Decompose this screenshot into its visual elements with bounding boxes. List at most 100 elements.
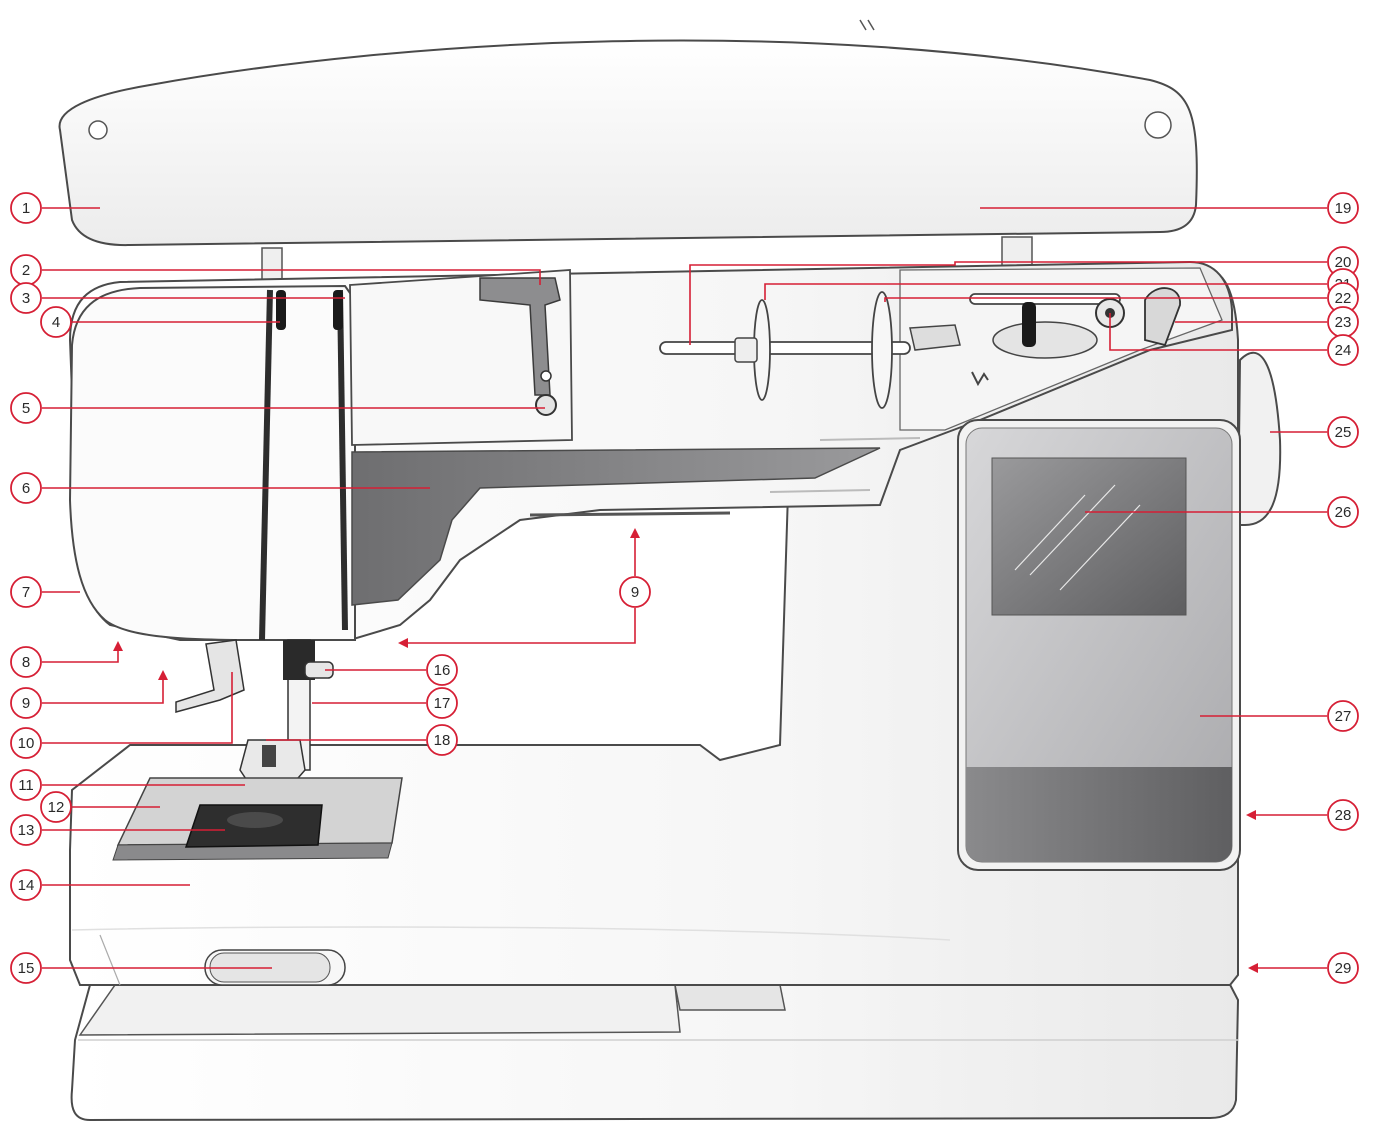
callout-number: 2 bbox=[22, 262, 30, 279]
handwheel bbox=[1236, 351, 1282, 526]
thread-take-up-lever bbox=[276, 290, 286, 330]
callout-arrow bbox=[158, 670, 168, 680]
callout-arrow bbox=[630, 528, 640, 538]
callout-circle bbox=[426, 724, 458, 756]
callout-8: 8 bbox=[10, 641, 123, 678]
callout-6: 6 bbox=[10, 472, 430, 504]
callout-circle bbox=[10, 814, 42, 846]
callout-11: 10 bbox=[10, 672, 233, 759]
callout-number: 12 bbox=[48, 799, 65, 816]
callout-number: 24 bbox=[1335, 342, 1352, 359]
callout-leader-line bbox=[1109, 313, 1327, 351]
needle-threader bbox=[175, 639, 245, 713]
callout-circle bbox=[10, 282, 42, 314]
callout-arrow bbox=[1248, 963, 1258, 973]
callout-9: 9 bbox=[10, 670, 168, 719]
callout-26: 25 bbox=[1270, 416, 1359, 448]
callout-16: 15 bbox=[10, 952, 272, 984]
callout-number: 14 bbox=[18, 877, 35, 894]
callout-17: 16 bbox=[325, 654, 458, 686]
callout-number: 1 bbox=[22, 200, 30, 217]
callout-number: 5 bbox=[22, 400, 30, 417]
callout-circle bbox=[40, 791, 72, 823]
callout-25: 24 bbox=[1109, 313, 1359, 366]
callout-27: 26 bbox=[1085, 496, 1359, 528]
callout-28: 27 bbox=[1200, 700, 1359, 732]
callout-circle bbox=[1327, 799, 1359, 831]
lid-hinge-left bbox=[261, 247, 283, 284]
callout-circle bbox=[1327, 496, 1359, 528]
callout-4: 4 bbox=[40, 306, 280, 338]
bobbin-winder-pin bbox=[969, 293, 1121, 305]
callout-number: 11 bbox=[18, 777, 34, 794]
callout-circle bbox=[1327, 700, 1359, 732]
callout-circle bbox=[10, 687, 42, 719]
callout-circle bbox=[619, 576, 651, 608]
callout-3: 3 bbox=[10, 282, 345, 314]
callout-number: 6 bbox=[22, 480, 30, 497]
lid-hole-left bbox=[88, 120, 108, 140]
callout-leader-line bbox=[884, 297, 1327, 302]
callout-30: 29 bbox=[1248, 952, 1359, 984]
callout-leader-line bbox=[42, 672, 233, 744]
callouts: 1234567899101112131415161718192021222324… bbox=[10, 192, 1359, 984]
callout-29: 28 bbox=[1246, 799, 1359, 831]
callout-18: 17 bbox=[312, 687, 458, 719]
callout-arrow bbox=[398, 638, 408, 648]
callout-circle bbox=[10, 727, 42, 759]
callout-13: 12 bbox=[40, 791, 160, 823]
callout-number: 10 bbox=[18, 735, 35, 752]
callout-number: 23 bbox=[1335, 314, 1352, 331]
callout-number: 28 bbox=[1335, 807, 1352, 824]
callout-circle bbox=[10, 869, 42, 901]
callout-5: 5 bbox=[10, 392, 545, 424]
callout-number: 9 bbox=[631, 584, 639, 601]
callout-circle bbox=[10, 472, 42, 504]
callout-circle bbox=[10, 576, 42, 608]
callout-number: 20 bbox=[1335, 254, 1352, 271]
callout-circle bbox=[1327, 416, 1359, 448]
callout-12: 11 bbox=[10, 769, 245, 801]
callout-leader-line bbox=[400, 608, 636, 644]
callout-leader-line bbox=[764, 283, 1327, 300]
callout-20: 19 bbox=[980, 192, 1359, 224]
callout-14: 13 bbox=[10, 814, 225, 846]
lid-hole-right bbox=[1144, 111, 1172, 139]
head-cover bbox=[68, 284, 356, 641]
callout-number: 13 bbox=[18, 822, 35, 839]
callout-23: 22 bbox=[884, 282, 1359, 314]
callout-number: 3 bbox=[22, 290, 30, 307]
bobbin-thread-cutter bbox=[1144, 287, 1181, 347]
callout-number: 16 bbox=[434, 662, 451, 679]
callout-7: 7 bbox=[10, 576, 80, 608]
callout-19: 18 bbox=[266, 724, 458, 756]
callout-number: 4 bbox=[52, 314, 60, 331]
thread-guide-block bbox=[349, 269, 573, 446]
function-strip bbox=[966, 767, 1232, 862]
callout-number: 19 bbox=[1335, 200, 1352, 217]
callout-number: 17 bbox=[434, 695, 451, 712]
callout-circle bbox=[10, 769, 42, 801]
callout-number: 22 bbox=[1335, 290, 1352, 307]
callout-circle bbox=[426, 687, 458, 719]
callout-number: 26 bbox=[1335, 504, 1352, 521]
callout-arrow bbox=[1246, 810, 1256, 820]
callout-leader-line bbox=[42, 269, 541, 285]
callout-24: 23 bbox=[1175, 306, 1359, 338]
lid bbox=[58, 39, 1198, 247]
callout-leader-line bbox=[42, 643, 119, 663]
callout-number: 25 bbox=[1335, 424, 1352, 441]
callout-number: 29 bbox=[1335, 960, 1352, 977]
callout-number: 27 bbox=[1335, 708, 1352, 725]
callout-leader-line bbox=[689, 261, 1327, 345]
stitch-panel bbox=[351, 447, 881, 606]
callout-number: 8 bbox=[22, 654, 30, 671]
callout-circle bbox=[1327, 952, 1359, 984]
callout-circle bbox=[1327, 334, 1359, 366]
callout-number: 7 bbox=[22, 584, 30, 601]
callout-15: 14 bbox=[10, 869, 190, 901]
spool-cap-right bbox=[871, 291, 893, 409]
callout-number: 9 bbox=[22, 695, 30, 712]
